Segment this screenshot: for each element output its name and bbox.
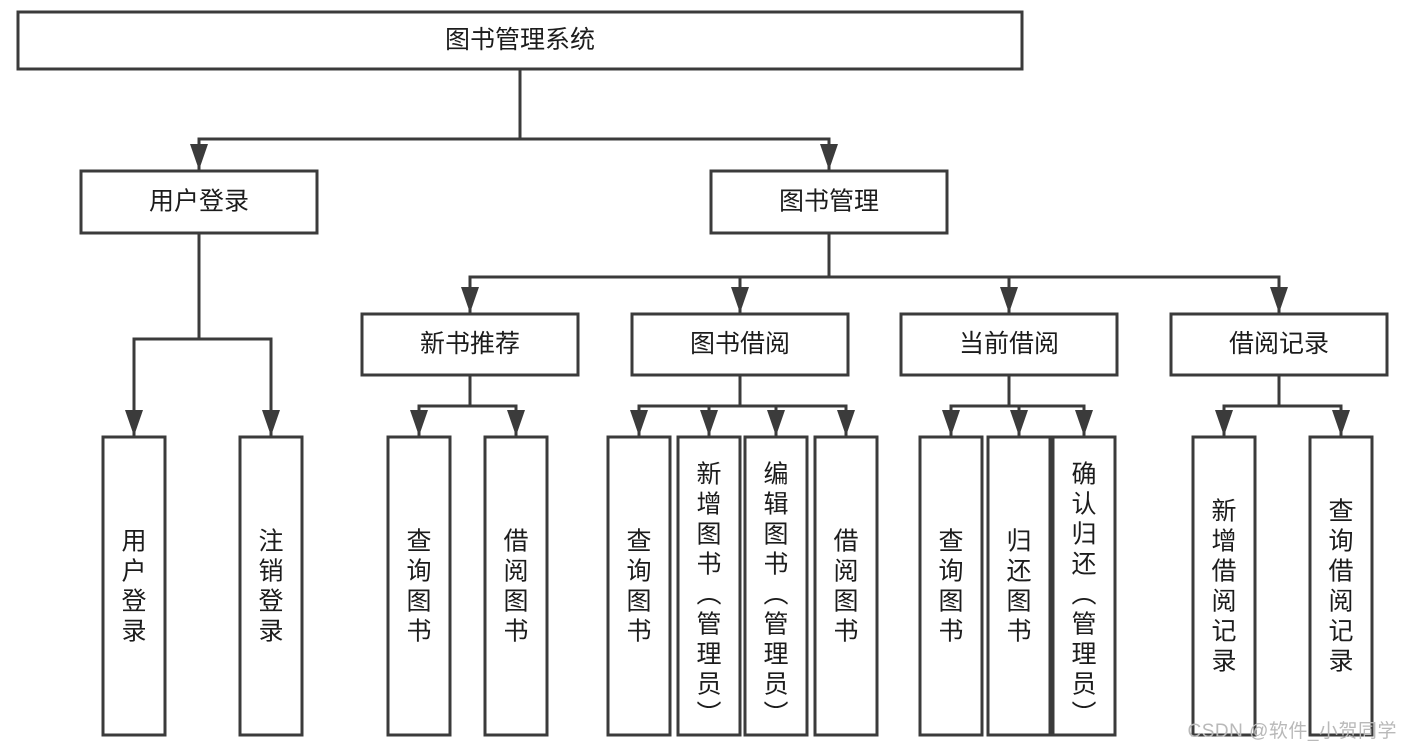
node-label: 当前借阅 [959,330,1059,358]
node-level3-new-book-recommend[interactable]: 新书推荐 [360,312,580,377]
arrow-head-icon [731,287,749,313]
node-label: 借阅图书 [503,527,528,645]
node-box-rect [743,435,809,737]
node-leaf-leaf-query-record[interactable]: 查询借阅记录 [1308,435,1374,737]
node-leaf-leaf-logout[interactable]: 注销登录 [238,435,304,737]
node-label: 借阅记录 [1229,330,1329,358]
node-label: 用户登录 [149,188,249,216]
node-leaf-leaf-query-book-current[interactable]: 查询图书 [918,435,984,737]
arrow-head-icon [1010,410,1028,436]
node-leaf-leaf-query-book-rec[interactable]: 查询图书 [386,435,452,737]
node-box-rect [1051,435,1117,737]
node-label: 注销登录 [258,527,283,645]
arrow-head-icon [461,287,479,313]
node-leaf-leaf-confirm-return[interactable]: 确认归还︵管理员︶ [1051,435,1117,737]
node-label: 归还图书 [1006,527,1031,645]
node-label: 查询借阅记录 [1328,497,1353,675]
node-label: 新增图书︵管理员︶ [696,460,721,728]
arrow-head-icon [125,410,143,436]
node-box-rect [101,435,167,737]
arrow-head-icon [1215,410,1233,436]
node-box-rect [813,435,879,737]
arrow-head-icon [410,410,428,436]
node-box-rect [1308,435,1374,737]
arrow-head-icon [507,410,525,436]
node-label: 借阅图书 [833,527,858,645]
arrow-head-icon [1332,410,1350,436]
node-leaf-leaf-edit-book[interactable]: 编辑图书︵管理员︶ [743,435,809,737]
arrow-head-icon [820,144,838,170]
node-leaf-leaf-user-login[interactable]: 用户登录 [101,435,167,737]
nodes-layer: 图书管理系统用户登录图书管理新书推荐图书借阅当前借阅借阅记录用户登录注销登录查询… [16,10,1389,737]
node-leaf-leaf-borrow-book-rec[interactable]: 借阅图书 [483,435,549,737]
arrow-head-icon [190,144,208,170]
node-box-rect [238,435,304,737]
connectors-layer [125,67,1350,437]
node-leaf-leaf-return-book[interactable]: 归还图书 [986,435,1052,737]
arrow-head-icon [837,410,855,436]
node-label: 查询图书 [938,527,963,645]
arrow-head-icon [942,410,960,436]
node-leaf-leaf-add-record[interactable]: 新增借阅记录 [1191,435,1257,737]
node-label: 用户登录 [121,527,146,645]
node-box-rect [1191,435,1257,737]
node-box-rect [676,435,742,737]
node-box-rect [16,10,1024,71]
arrow-head-icon [262,410,280,436]
node-level3-borrow-record[interactable]: 借阅记录 [1169,312,1389,377]
arrow-head-icon [630,410,648,436]
node-box-rect [918,435,984,737]
node-leaf-leaf-query-book-borrow[interactable]: 查询图书 [606,435,672,737]
node-box-rect [709,169,949,235]
node-label: 图书管理 [779,188,879,216]
node-leaf-leaf-add-book[interactable]: 新增图书︵管理员︶ [676,435,742,737]
node-label: 图书管理系统 [445,26,595,54]
arrow-head-icon [700,410,718,436]
arrow-head-icon [767,410,785,436]
node-level3-book-borrow[interactable]: 图书借阅 [630,312,850,377]
arrow-head-icon [1000,287,1018,313]
arrow-head-icon [1270,287,1288,313]
node-box-rect [606,435,672,737]
node-label: 编辑图书︵管理员︶ [763,460,788,728]
node-box-rect [79,169,319,235]
node-label: 新增借阅记录 [1211,497,1236,675]
node-label: 查询图书 [406,527,431,645]
node-box-rect [630,312,850,377]
node-level2-book-management[interactable]: 图书管理 [709,169,949,235]
node-box-rect [1169,312,1389,377]
node-level3-current-borrow[interactable]: 当前借阅 [899,312,1119,377]
node-label: 确认归还︵管理员︶ [1071,460,1096,728]
node-level2-user-login[interactable]: 用户登录 [79,169,319,235]
node-box-rect [360,312,580,377]
node-root-undefined[interactable]: 图书管理系统 [16,10,1024,71]
node-box-rect [483,435,549,737]
node-label: 图书借阅 [690,330,790,358]
node-label: 新书推荐 [420,330,520,358]
node-box-rect [386,435,452,737]
node-box-rect [899,312,1119,377]
node-box-rect [986,435,1052,737]
node-label: 查询图书 [626,527,651,645]
node-leaf-leaf-borrow-book[interactable]: 借阅图书 [813,435,879,737]
arrow-head-icon [1075,410,1093,436]
